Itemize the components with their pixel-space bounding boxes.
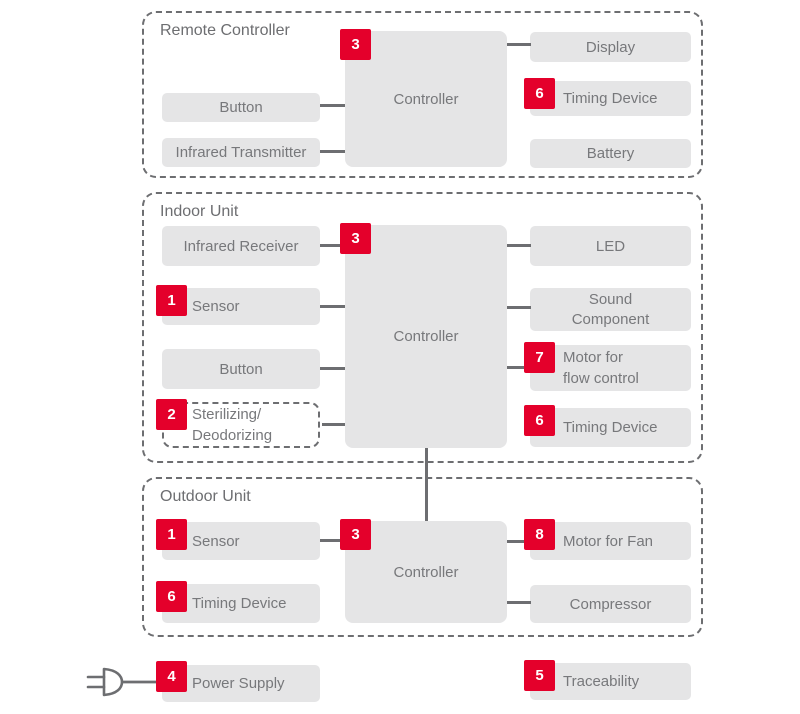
box-compressor: Compressor	[530, 585, 691, 623]
component-label: Power Supply	[192, 675, 285, 692]
section-remote-controller: Remote Controller	[142, 11, 703, 178]
connector-line	[320, 244, 345, 247]
box-timing-device: Timing Device	[530, 81, 691, 116]
box-power-supply: Power Supply	[162, 665, 320, 702]
box-sensor: Sensor	[162, 288, 320, 325]
component-label: Infrared Receiver	[183, 237, 299, 255]
box-traceability: Traceability	[530, 663, 691, 700]
number-badge: 2	[156, 399, 187, 430]
component-label-line1: Sound	[588, 290, 633, 308]
box-button: Button	[162, 349, 320, 389]
component-label-line2: Component	[571, 310, 650, 328]
box-battery: Battery	[530, 139, 691, 168]
number-badge: 3	[340, 223, 371, 254]
component-label-line2: flow control	[563, 370, 639, 387]
connector-line	[507, 540, 531, 543]
box-motor-for-fan: Motor for Fan	[530, 522, 691, 560]
box-button: Button	[162, 93, 320, 122]
number-badge: 3	[340, 519, 371, 550]
component-label: Display	[585, 38, 636, 56]
number-badge: 6	[156, 581, 187, 612]
component-label: Sensor	[192, 532, 240, 550]
component-label-line2: Deodorizing	[192, 427, 273, 444]
component-label: Sensor	[192, 298, 240, 315]
connector-line	[507, 366, 531, 369]
number-badge: 3	[340, 29, 371, 60]
connector-line	[320, 539, 345, 542]
section-title: Outdoor Unit	[160, 488, 251, 505]
number-badge: 1	[156, 519, 187, 550]
number-badge: 4	[156, 661, 187, 692]
number-badge: 6	[524, 405, 555, 436]
box-sterilizing-deodorizing: Sterilizing/ Deodorizing	[162, 402, 320, 448]
box-controller: Controller	[345, 521, 507, 623]
connector-line	[320, 305, 345, 308]
component-label: Compressor	[569, 595, 652, 613]
component-label: Timing Device	[563, 90, 658, 107]
component-label: Motor for Fan	[563, 532, 654, 550]
number-badge: 1	[156, 285, 187, 316]
connector-line	[322, 423, 345, 426]
number-badge: 7	[524, 342, 555, 373]
section-outdoor-unit: Outdoor Unit	[142, 477, 703, 637]
component-label: Button	[219, 99, 263, 116]
connector-line	[320, 367, 345, 370]
component-label: Traceability	[563, 673, 640, 690]
connector-line	[507, 43, 531, 46]
connector-line	[320, 150, 345, 153]
section-title: Remote Controller	[160, 22, 290, 39]
box-controller: Controller	[345, 31, 507, 167]
section-indoor-unit: Indoor Unit	[142, 192, 703, 463]
component-label: Timing Device	[563, 419, 658, 436]
box-infrared-receiver: Infrared Receiver	[162, 226, 320, 266]
box-sensor: Sensor	[162, 522, 320, 560]
connector-line-vertical	[425, 448, 428, 521]
box-motor-flow-control: Motor for flow control	[530, 345, 691, 391]
connector-line	[320, 104, 345, 107]
power-plug-icon	[86, 667, 160, 697]
box-led: LED	[530, 226, 691, 266]
component-label-line1: Motor for	[563, 349, 624, 366]
component-label: LED	[595, 237, 626, 255]
box-timing-device: Timing Device	[530, 408, 691, 447]
component-label: Infrared Transmitter	[175, 144, 307, 161]
component-label: Controller	[393, 563, 459, 581]
number-badge: 6	[524, 78, 555, 109]
box-controller: Controller	[345, 225, 507, 448]
number-badge: 5	[524, 660, 555, 691]
section-title: Indoor Unit	[160, 203, 239, 220]
connector-line	[507, 306, 531, 309]
connector-line	[507, 601, 531, 604]
box-sound-component: Sound Component	[530, 288, 691, 331]
component-label: Button	[219, 360, 263, 378]
component-label: Timing Device	[192, 595, 287, 612]
component-label: Controller	[393, 90, 459, 108]
box-display: Display	[530, 32, 691, 62]
component-label: Battery	[586, 145, 635, 162]
number-badge: 8	[524, 519, 555, 550]
connector-line	[507, 244, 531, 247]
component-label: Controller	[393, 328, 459, 345]
component-label-line1: Sterilizing/	[192, 406, 262, 423]
box-timing-device: Timing Device	[162, 584, 320, 623]
box-infrared-transmitter: Infrared Transmitter	[162, 138, 320, 167]
